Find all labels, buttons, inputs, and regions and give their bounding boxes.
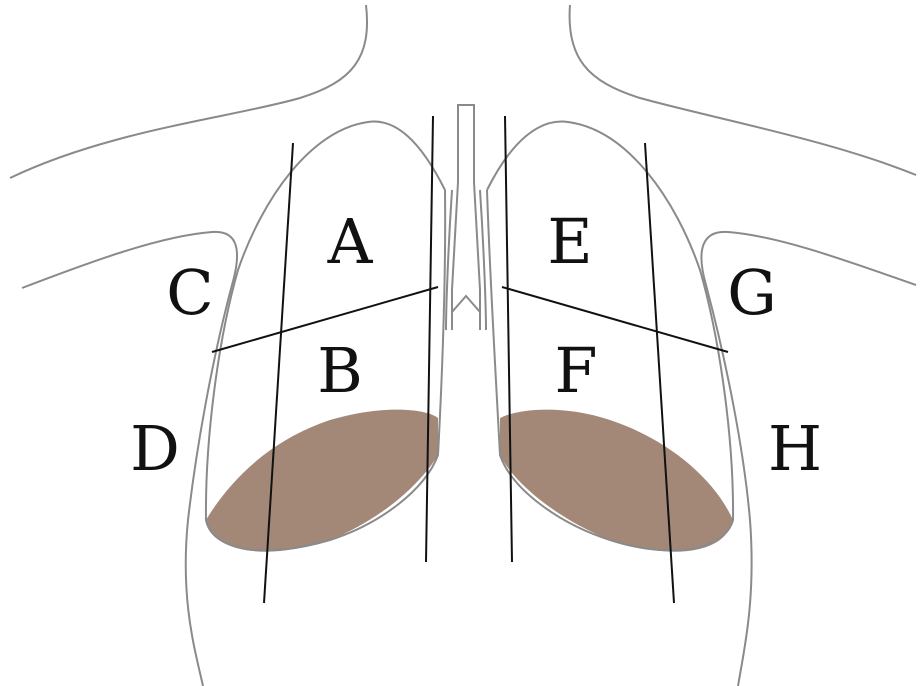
right-paravertebral-line bbox=[505, 116, 512, 562]
body-outline bbox=[10, 5, 916, 686]
label-h: H bbox=[768, 412, 822, 485]
left-pleural-fluid bbox=[206, 410, 438, 552]
neck-left bbox=[10, 5, 367, 178]
trachea bbox=[452, 105, 480, 330]
right-pleural-fluid bbox=[500, 410, 733, 552]
right-fissure-line bbox=[502, 287, 728, 352]
label-f: F bbox=[554, 334, 597, 407]
label-e: E bbox=[547, 205, 592, 278]
neck-right bbox=[570, 5, 916, 175]
label-c: C bbox=[166, 256, 213, 329]
label-d: D bbox=[130, 412, 180, 485]
label-g: G bbox=[727, 256, 777, 329]
label-a: A bbox=[327, 205, 374, 278]
left-paravertebral-line bbox=[426, 116, 433, 562]
label-b: B bbox=[317, 334, 363, 407]
